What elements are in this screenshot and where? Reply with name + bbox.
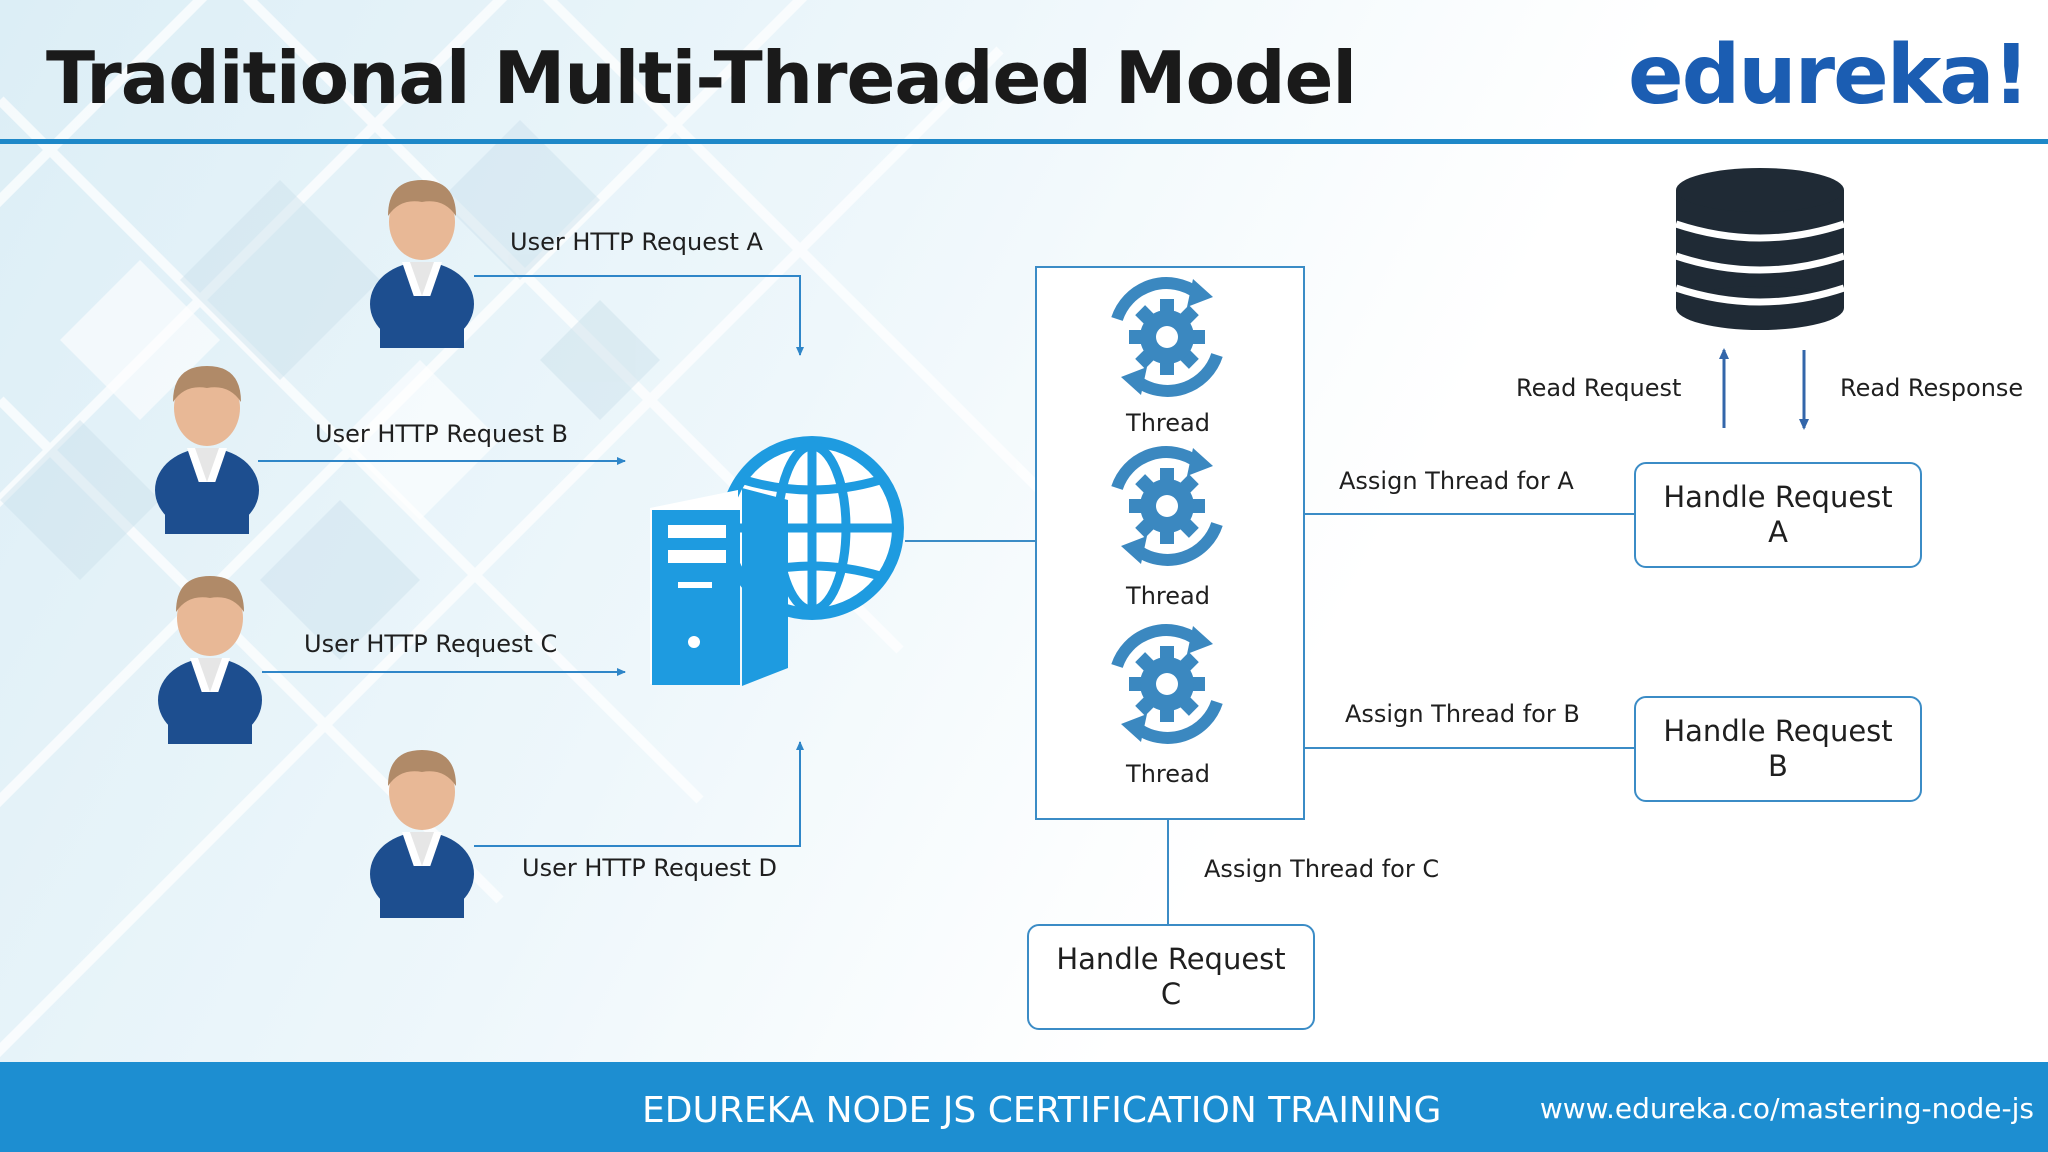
database-icon [1674, 168, 1846, 330]
handle-request-c-line1: Handle Request [1056, 942, 1286, 976]
request-d-label: User HTTP Request D [522, 854, 777, 882]
thread-label: Thread [1126, 582, 1210, 610]
server-icon [650, 488, 788, 686]
title-underline [0, 139, 2048, 144]
request-a-arrow [474, 275, 804, 356]
assign-thread-a-label: Assign Thread for A [1339, 467, 1574, 495]
request-d-arrow [474, 741, 804, 847]
handle-request-b-box: Handle Request B [1634, 696, 1922, 802]
read-request-label: Read Request [1516, 374, 1682, 402]
handle-request-b-line2: B [1768, 749, 1788, 783]
handle-request-a-box: Handle Request A [1634, 462, 1922, 568]
thread-label: Thread [1126, 409, 1210, 437]
request-c-label: User HTTP Request C [304, 630, 558, 658]
thread-label: Thread [1126, 760, 1210, 788]
handle-request-a-line1: Handle Request [1663, 480, 1893, 514]
read-response-label: Read Response [1840, 374, 2024, 402]
handle-request-a-line2: A [1768, 515, 1788, 549]
slide-title: Traditional Multi-Threaded Model [46, 36, 1357, 120]
assign-thread-c-label: Assign Thread for C [1204, 855, 1440, 883]
request-b-label: User HTTP Request B [315, 420, 568, 448]
handle-request-c-line2: C [1160, 977, 1182, 1011]
edureka-logo: edureka! [1627, 28, 2030, 123]
assign-thread-b-label: Assign Thread for B [1345, 700, 1580, 728]
footer-url[interactable]: www.edureka.co/mastering-node-js [1539, 1092, 2034, 1125]
request-a-label: User HTTP Request A [510, 228, 763, 256]
footer-bar [0, 1062, 2048, 1152]
handle-request-c-box: Handle Request C [1027, 924, 1315, 1030]
footer-title: EDUREKA NODE JS CERTIFICATION TRAINING [642, 1090, 1442, 1131]
handle-request-b-line1: Handle Request [1663, 714, 1893, 748]
